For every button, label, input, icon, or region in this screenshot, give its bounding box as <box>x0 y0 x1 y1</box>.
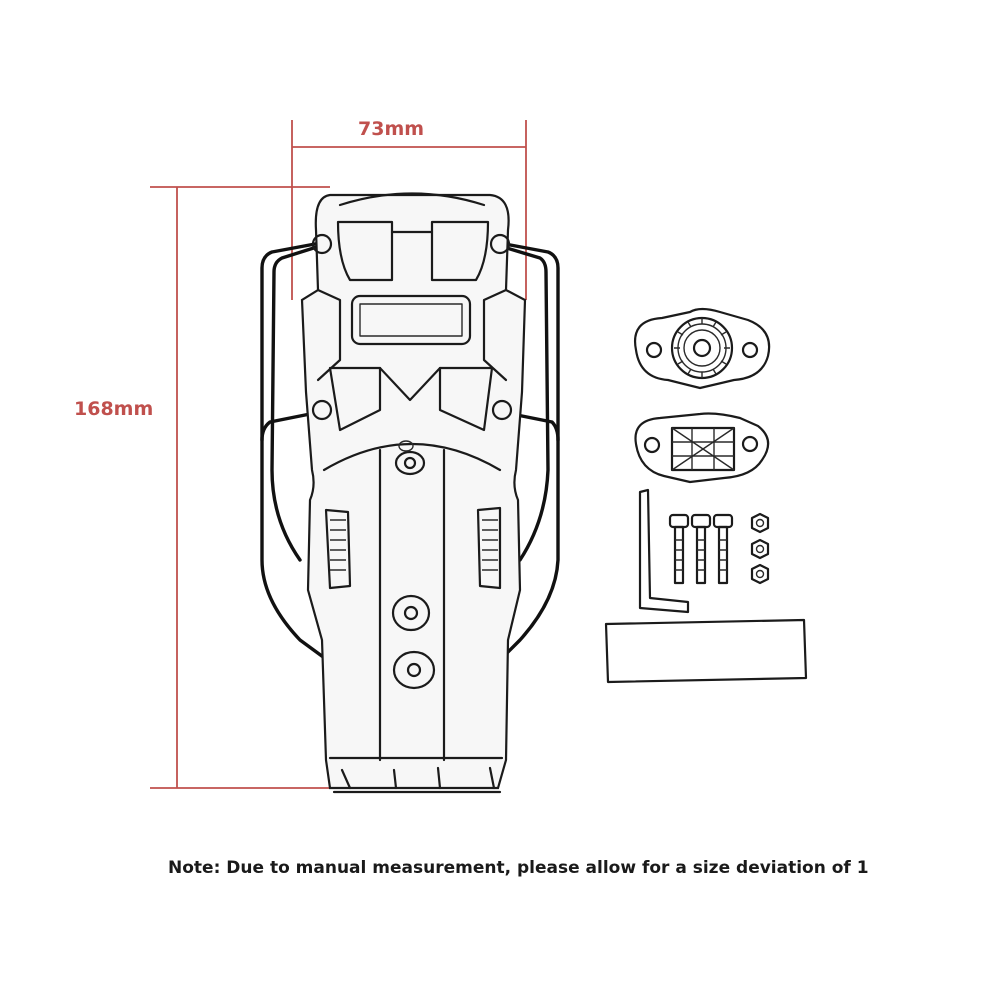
mount-holes <box>391 440 436 690</box>
quick-release-mount-bottom <box>634 412 770 484</box>
grip-pads <box>324 506 502 590</box>
wire-bail <box>260 242 560 664</box>
width-dimension-label: 73mm <box>358 118 425 140</box>
nuts <box>750 512 770 585</box>
hex-key <box>638 488 690 614</box>
height-dimension-label: 168mm <box>74 398 154 420</box>
measurement-note: Note: Due to manual measurement, please … <box>168 858 869 878</box>
adhesive-pad <box>604 618 808 684</box>
bolts <box>668 513 734 585</box>
holster-body <box>300 192 527 794</box>
quick-release-mount-top <box>633 307 771 390</box>
width-dimension <box>291 120 527 300</box>
height-dimension <box>150 186 355 789</box>
